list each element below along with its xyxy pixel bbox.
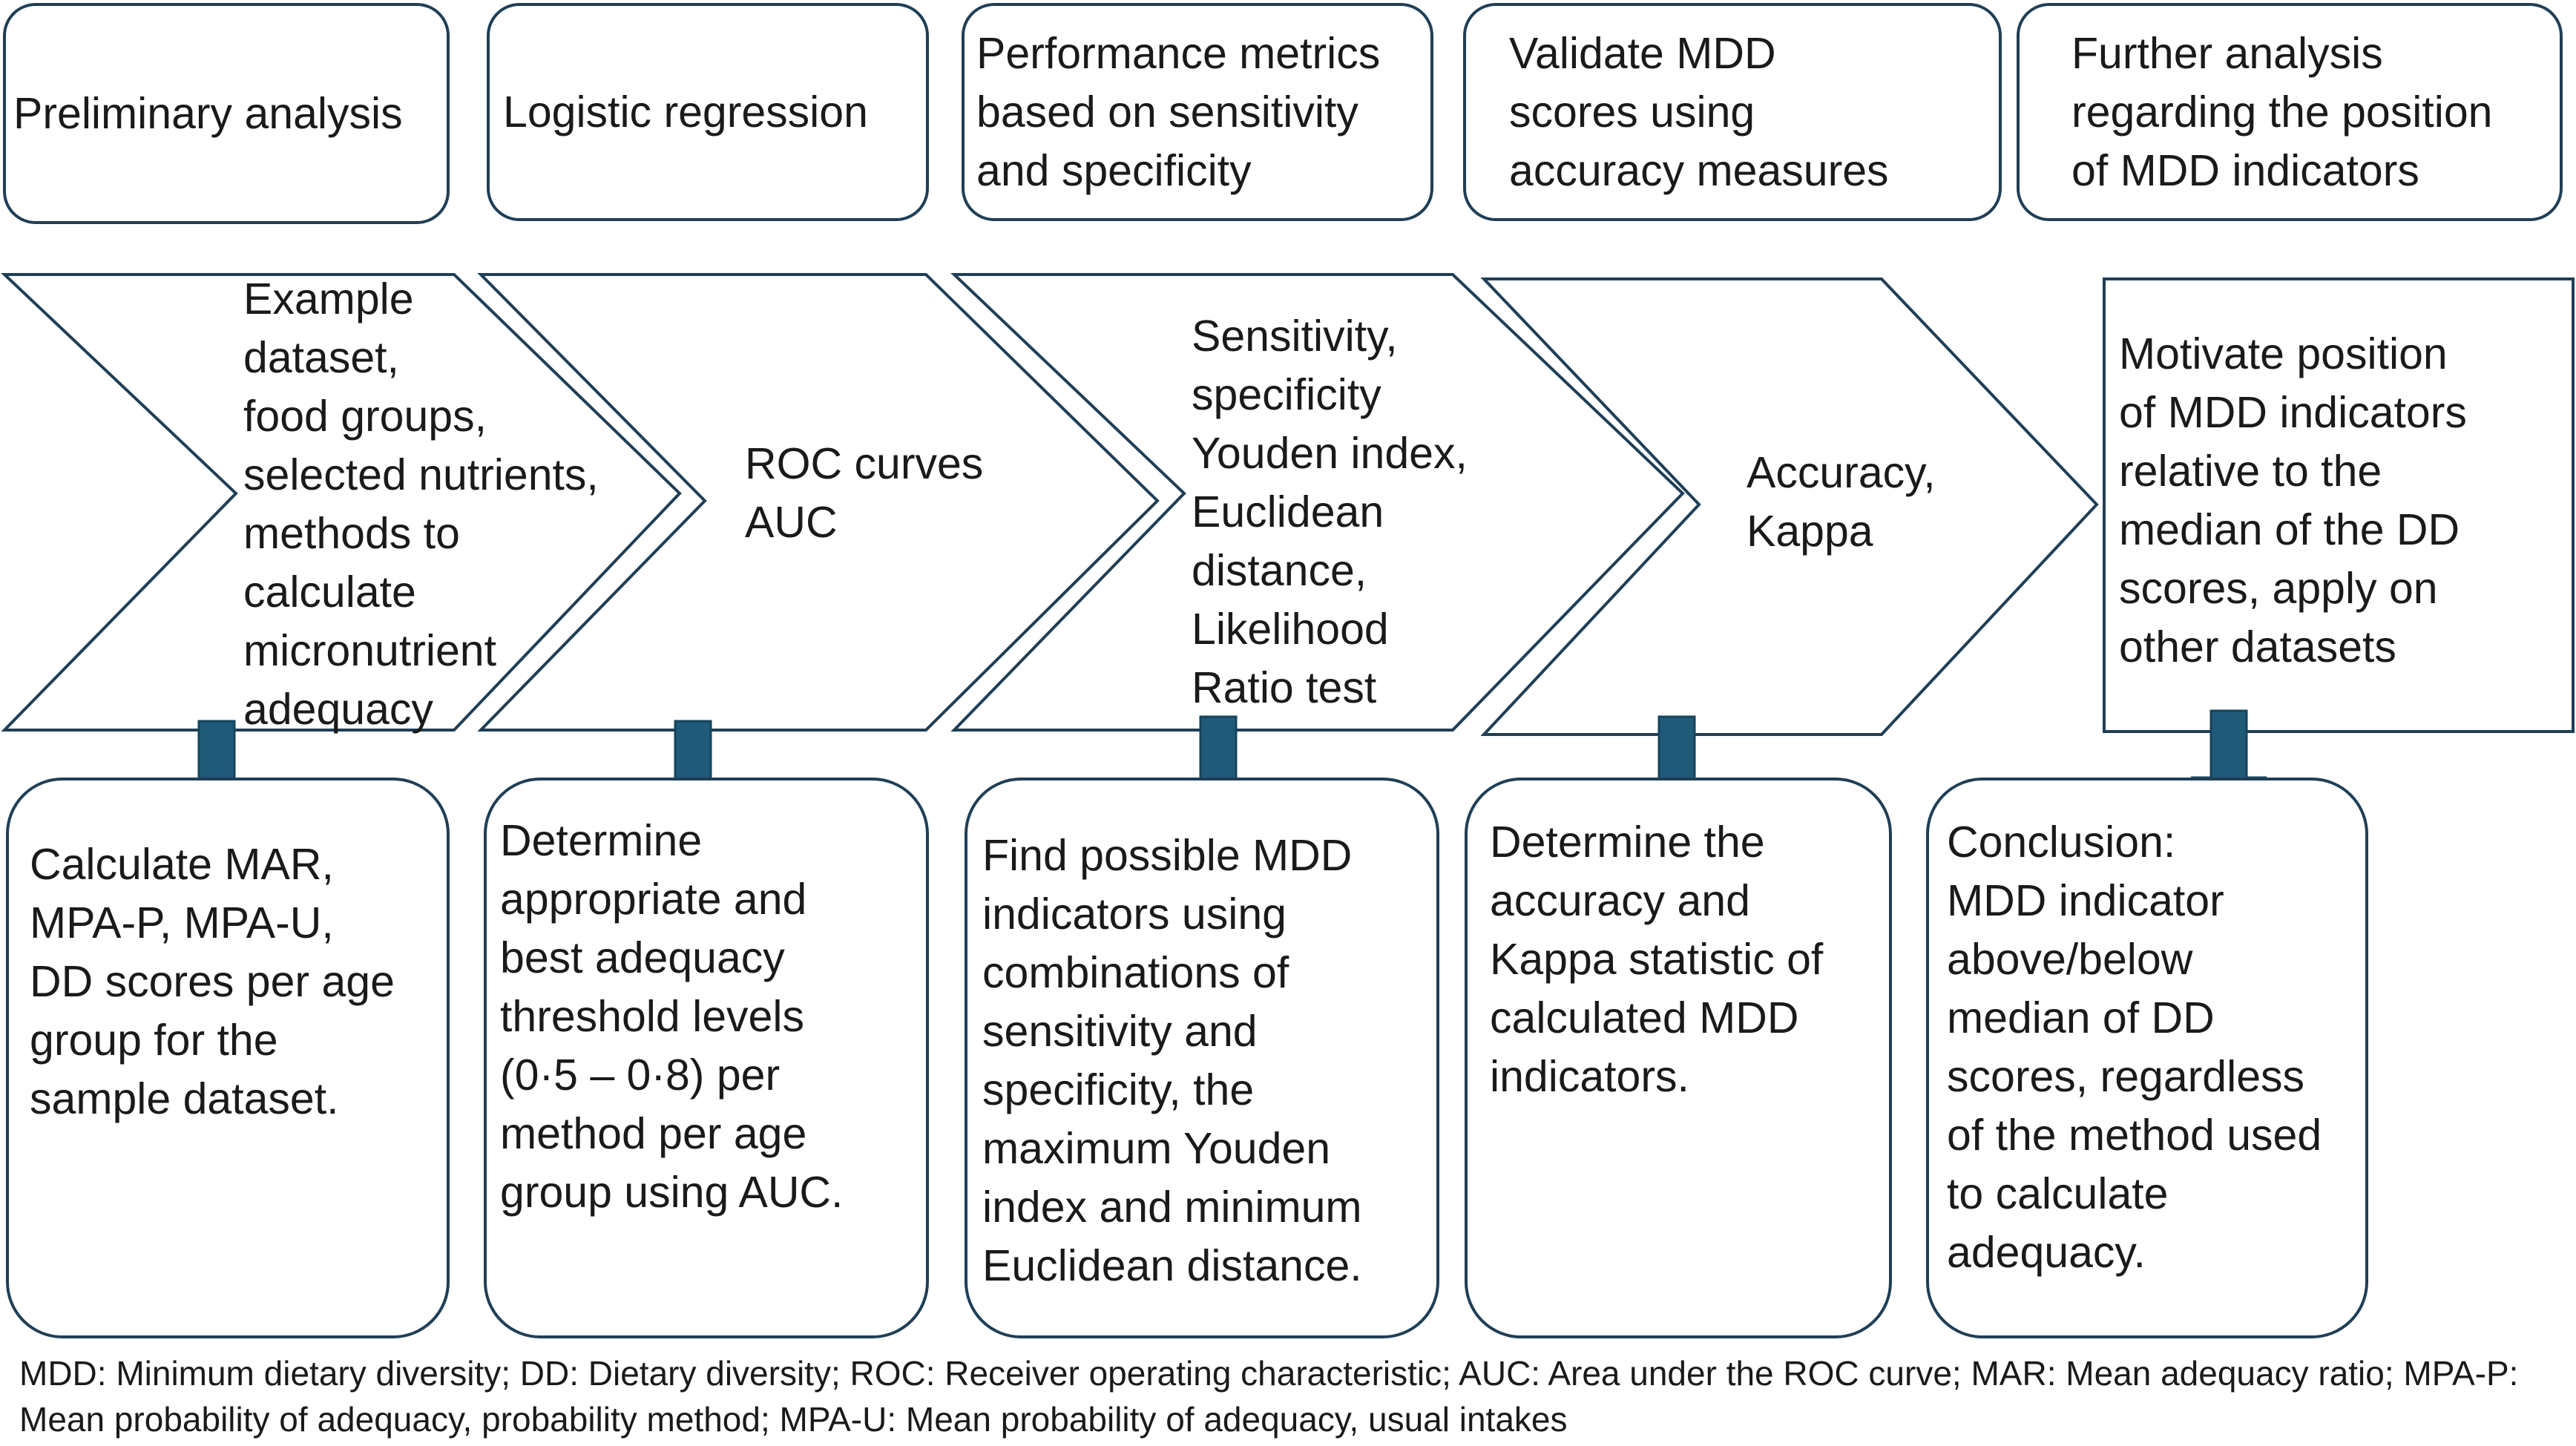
top-box-performance-metrics: Performance metrics based on sensitivity… [962, 3, 1433, 221]
chevron-3-text: Sensitivity, specificity Youden index, E… [1192, 312, 1468, 712]
bottom-box-find-mdd-indicators: Find possible MDD indicators using combi… [965, 778, 1439, 1338]
chevron-4-text: Accuracy, Kappa [1747, 448, 1936, 556]
top-box-label: Preliminary analysis [13, 88, 403, 138]
bottom-box-determine-thresholds: Determine appropriate and best adequacy … [484, 778, 929, 1338]
top-box-label: Performance metrics based on sensitivity… [976, 28, 1381, 195]
final-step-box [2103, 277, 2575, 733]
bottom-box-calculate-mar: Calculate MAR, MPA-P, MPA-U, DD scores p… [6, 778, 450, 1338]
bottom-box-text: Conclusion: MDD indicator above/below me… [1947, 818, 2322, 1277]
top-box-preliminary-analysis: Preliminary analysis [3, 3, 450, 224]
chevron-2-shape [477, 273, 1160, 732]
bottom-box-text: Determine appropriate and best adequacy … [500, 816, 844, 1217]
top-box-validate-mdd: Validate MDD scores using accuracy measu… [1463, 3, 2002, 221]
final-step-text: Motivate position of MDD indicators rela… [2119, 329, 2467, 671]
top-box-label: Further analysis regarding the position … [2071, 28, 2493, 195]
chevron-1-shape [0, 273, 682, 732]
bottom-box-conclusion: Conclusion: MDD indicator above/below me… [1926, 778, 2368, 1338]
top-box-logistic-regression: Logistic regression [487, 3, 929, 221]
abbreviations-footnote: MDD: Minimum dietary diversity; DD: Diet… [19, 1354, 2519, 1439]
top-box-further-analysis: Further analysis regarding the position … [2017, 3, 2563, 221]
bottom-box-text: Find possible MDD indicators using combi… [982, 831, 1362, 1290]
top-box-label: Logistic regression [503, 87, 868, 137]
bottom-box-text: Calculate MAR, MPA-P, MPA-U, DD scores p… [30, 840, 395, 1123]
chevron-3-shape [950, 273, 1685, 732]
bottom-box-text: Determine the accuracy and Kappa statist… [1490, 818, 1824, 1101]
chevron-1-text: Example dataset, food groups, selected n… [243, 275, 599, 734]
chevron-2-text: ROC curves AUC [745, 439, 984, 547]
bottom-box-determine-accuracy: Determine the accuracy and Kappa statist… [1465, 778, 1892, 1338]
top-box-label: Validate MDD scores using accuracy measu… [1509, 28, 1889, 195]
chevron-4-shape [1480, 277, 2099, 736]
